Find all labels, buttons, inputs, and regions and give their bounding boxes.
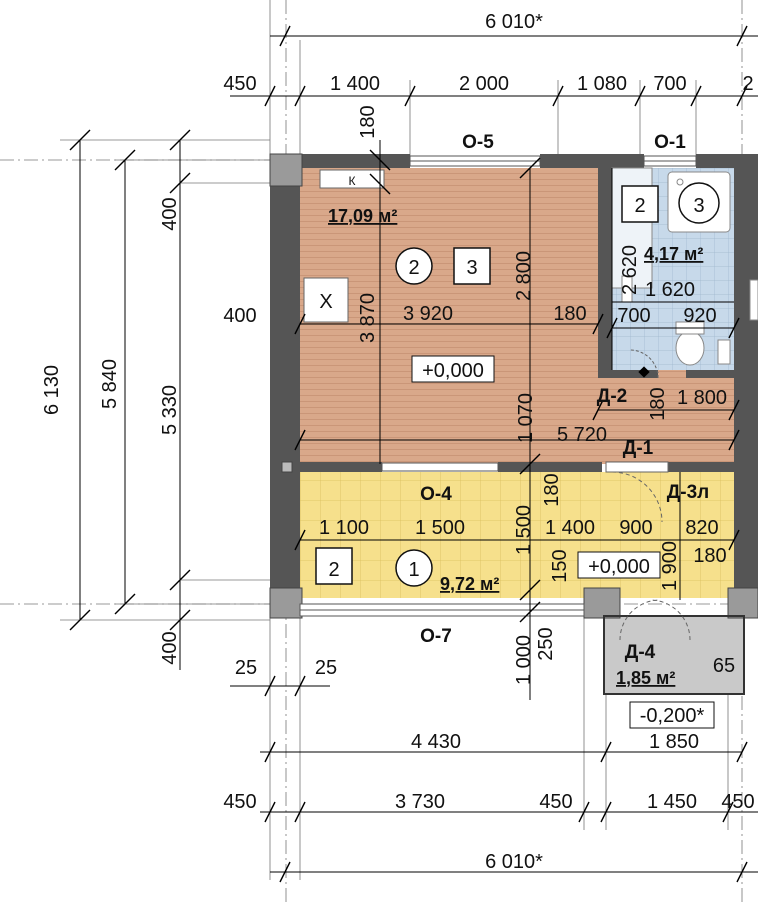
column	[583, 587, 621, 619]
fridge-label: Х	[319, 291, 332, 313]
column	[269, 153, 303, 187]
room-number: 3	[693, 195, 704, 217]
elevation-mark: +0,000	[588, 556, 650, 578]
bottom-dim-25: 25	[315, 657, 337, 679]
top-dim: 1 400	[330, 73, 380, 95]
inner-dim: 1 500	[513, 505, 535, 555]
corridor-floor	[598, 370, 736, 464]
inner-dim: 2 620	[619, 245, 641, 295]
inner-dim: 5 720	[557, 424, 607, 446]
room-number: 3	[466, 257, 477, 279]
top-dim: 450	[223, 73, 256, 95]
column	[269, 587, 303, 619]
top-dim: 700	[653, 73, 686, 95]
inner-dim: 150	[549, 549, 571, 582]
room-number: 1	[408, 559, 419, 581]
room-markers	[315, 182, 720, 729]
walls	[270, 154, 758, 618]
column	[727, 587, 758, 619]
room-number: 2	[328, 559, 339, 581]
inner-dim: 1 500	[415, 517, 465, 539]
inner-dim: 1 620	[645, 279, 695, 301]
left-dim-5840: 5 840	[99, 359, 121, 409]
room-area: 1,85 м²	[616, 668, 675, 688]
room-area: 17,09 м²	[328, 206, 397, 226]
left-dim-400: 400	[159, 197, 181, 230]
bottom-dim: 450	[539, 791, 572, 813]
room-number: 2	[408, 257, 419, 279]
top-dim: 2	[742, 73, 753, 95]
inner-dim: 1 070	[515, 393, 537, 443]
left-dim-6130: 6 130	[41, 365, 63, 415]
stove-label: К	[349, 174, 356, 188]
bottom-dim: 1 850	[649, 731, 699, 753]
doors	[605, 349, 691, 641]
window-label: О-4	[420, 484, 452, 505]
door-label: Д-1	[623, 438, 654, 459]
top-dim: 1 080	[577, 73, 627, 95]
inner-dim: 3 920	[403, 303, 453, 325]
hall-floor	[300, 472, 734, 598]
room-number: 2	[634, 195, 645, 217]
inner-dim: 180	[647, 387, 669, 420]
left-dim-400: 400	[159, 631, 181, 664]
inner-dim: 700	[617, 305, 650, 327]
left-dim-400: 400	[223, 305, 256, 327]
inner-dim: 2 800	[513, 251, 535, 301]
top-overall-dim: 6 010*	[485, 11, 543, 33]
window-label: О-7	[420, 626, 452, 647]
windows	[299, 155, 697, 617]
fridge-box	[303, 277, 349, 323]
room-area: 4,17 м²	[644, 244, 703, 264]
window-label: О-1	[654, 132, 686, 153]
bottom-overall-dim: 6 010*	[485, 851, 543, 873]
inner-dim: 820	[685, 517, 718, 539]
inner-dim: 1 100	[319, 517, 369, 539]
inner-dim: 1 900	[659, 541, 681, 591]
toilet	[675, 330, 705, 366]
left-dim-5330: 5 330	[159, 385, 181, 435]
inner-dim: 180	[357, 105, 379, 138]
living-room-floor	[300, 168, 598, 464]
inner-dim: 3 870	[357, 293, 379, 343]
inner-dim: 180	[541, 473, 563, 506]
inner-dim: 900	[619, 517, 652, 539]
inner-dim: 920	[683, 305, 716, 327]
porch-floor	[604, 616, 744, 694]
bottom-dim: 1 450	[647, 791, 697, 813]
bottom-dim: 4 430	[411, 731, 461, 753]
elevation-mark: +0,000	[422, 360, 484, 382]
bottom-dim: 3 730	[395, 791, 445, 813]
door-label: Д-4	[625, 642, 656, 663]
top-dim: 2 000	[459, 73, 509, 95]
stove-box	[319, 169, 385, 189]
window-label: О-5	[462, 132, 494, 153]
inner-dim: 180	[553, 303, 586, 325]
inner-dim: 65	[713, 655, 735, 677]
door-label: Д-2	[597, 386, 627, 407]
bottom-dim: 450	[223, 791, 256, 813]
dimension-lines	[69, 25, 758, 883]
inner-dim: 250	[535, 627, 557, 660]
inner-dim: 180	[693, 545, 726, 567]
elevation-mark: -0,200*	[640, 705, 705, 727]
door-label: Д-3л	[667, 482, 710, 503]
inner-dim: 1 800	[677, 387, 727, 409]
bottom-dim-25: 25	[235, 657, 257, 679]
room-area: 9,72 м²	[440, 574, 499, 594]
bottom-dim: 450	[721, 791, 754, 813]
inner-dim: 1 400	[545, 517, 595, 539]
inner-dim: 1 000	[513, 635, 535, 685]
